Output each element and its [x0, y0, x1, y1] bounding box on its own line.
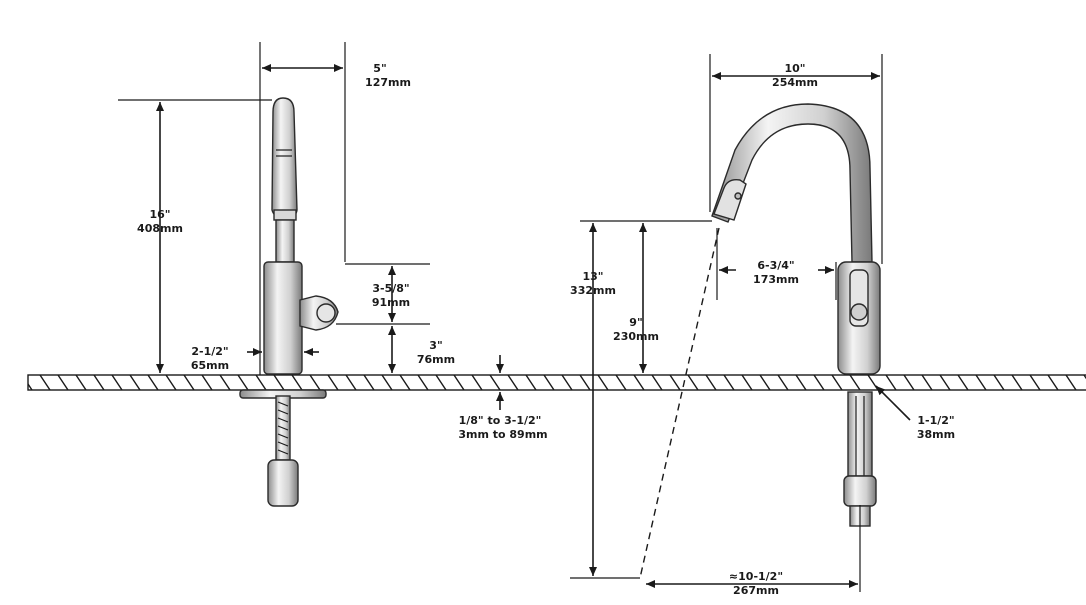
label-right-reach-in: 10" [784, 62, 805, 75]
label-left-base-height-mm: 76mm [417, 353, 455, 366]
countertop [27, 374, 1086, 391]
label-deck-thickness-mm: 3mm to 89mm [458, 428, 547, 441]
label-left-handle-mm: 91mm [372, 296, 410, 309]
pulldown-path [639, 227, 720, 579]
label-left-base-diameter-mm: 65mm [191, 359, 229, 372]
label-right-height-in: 13" [582, 270, 603, 283]
label-right-pulldown-in: ≈10-1/2" [729, 570, 783, 583]
label-left-height-mm: 408mm [137, 222, 183, 235]
right-spray-head [713, 178, 747, 221]
right-shank [847, 391, 873, 477]
right-gooseneck [711, 103, 873, 263]
label-left-height-in: 16" [149, 208, 170, 221]
left-spray-head [271, 97, 298, 219]
label-right-reach-mm: 254mm [772, 76, 818, 89]
label-right-base-diameter-in: 1-1/2" [917, 414, 954, 427]
label-right-base-diameter-mm: 38mm [917, 428, 955, 441]
label-right-offset-in: 6-3/4" [757, 259, 794, 272]
label-deck-thickness-in: 1/8" to 3-1/2" [459, 414, 542, 427]
dimension-labels: 5" 127mm 16" 408mm 3-5/8" 91mm 3" 76mm 2… [137, 62, 955, 597]
right-dimensions [570, 54, 911, 592]
label-right-outlet-height-in: 9" [629, 316, 642, 329]
label-left-reach-in: 5" [373, 62, 386, 75]
label-right-outlet-height-mm: 230mm [613, 330, 659, 343]
label-right-pulldown-mm: 267mm [733, 584, 779, 597]
left-hose-fitting [267, 459, 299, 507]
label-left-base-height-in: 3" [429, 339, 442, 352]
left-dimensions [118, 42, 504, 410]
label-left-handle-in: 3-5/8" [372, 282, 409, 295]
right-hose-fitting [843, 475, 877, 507]
left-body [263, 261, 303, 375]
label-right-offset-mm: 173mm [753, 273, 799, 286]
label-left-reach-mm: 127mm [365, 76, 411, 89]
label-left-base-diameter-in: 2-1/2" [191, 345, 228, 358]
left-faucet [239, 97, 339, 507]
label-right-height-mm: 332mm [570, 284, 616, 297]
left-neck [275, 219, 295, 263]
right-faucet [711, 103, 881, 527]
